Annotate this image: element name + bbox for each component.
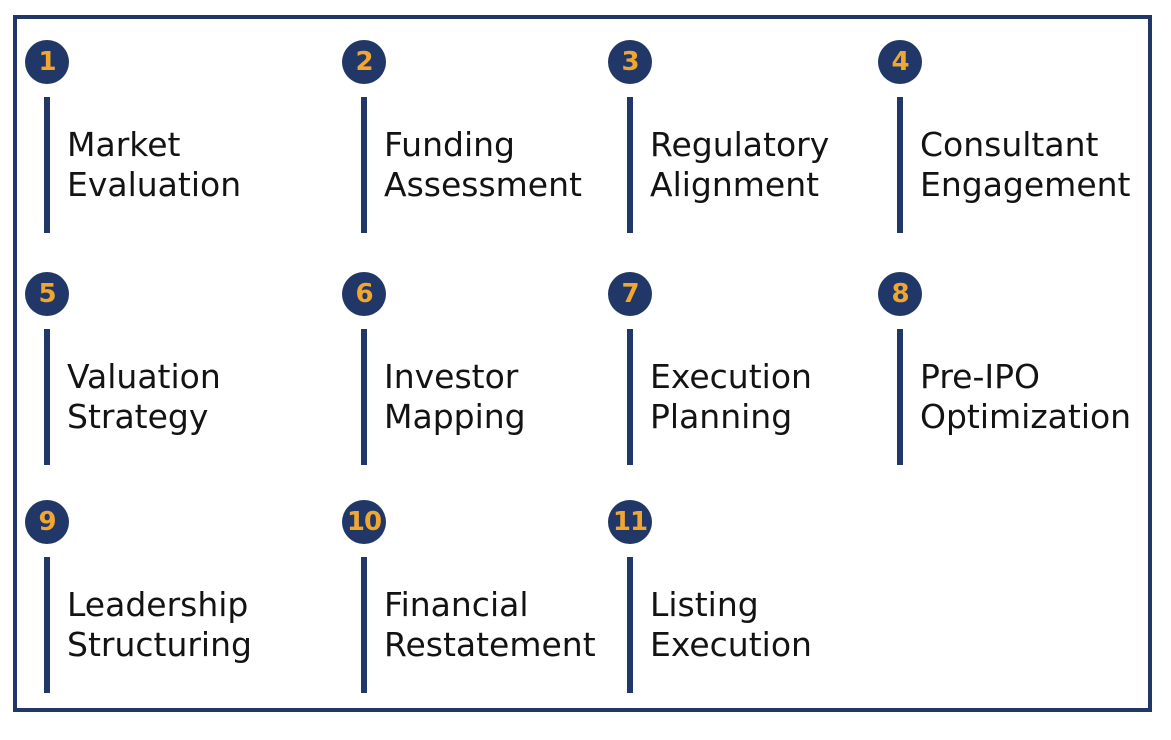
step-label: Financial Restatement [384,585,596,664]
step-number-badge: 4 [878,40,922,84]
step-vertical-line [361,557,367,693]
step-body: Execution Planning [627,329,878,465]
step-vertical-line [897,329,903,465]
step-item-7: 7 Execution Planning [608,272,878,500]
step-body: Market Evaluation [44,97,342,233]
step-number-badge: 1 [25,40,69,84]
step-label: Market Evaluation [67,125,242,204]
step-body: Pre-IPO Optimization [897,329,1148,465]
step-body: Consultant Engagement [897,97,1148,233]
step-item-2: 2 Funding Assessment [342,40,608,272]
step-vertical-line [44,329,50,465]
step-item-1: 1 Market Evaluation [25,40,342,272]
step-vertical-line [44,557,50,693]
step-label: Execution Planning [650,357,812,436]
step-item-5: 5 Valuation Strategy [25,272,342,500]
step-vertical-line [627,329,633,465]
step-item-11: 11 Listing Execution [608,500,878,708]
step-number-badge: 2 [342,40,386,84]
step-vertical-line [897,97,903,233]
step-item-10: 10 Financial Restatement [342,500,608,708]
step-number-badge: 3 [608,40,652,84]
step-label: Listing Execution [650,585,812,664]
step-item-9: 9 Leadership Structuring [25,500,342,708]
step-item-4: 4 Consultant Engagement [878,40,1148,272]
step-body: Financial Restatement [361,557,608,693]
step-number-badge: 11 [608,500,652,544]
step-body: Funding Assessment [361,97,608,233]
step-number-badge: 7 [608,272,652,316]
step-body: Investor Mapping [361,329,608,465]
step-label: Pre-IPO Optimization [920,357,1132,436]
step-label: Valuation Strategy [67,357,221,436]
steps-grid: 1 Market Evaluation 2 Funding Assessment… [17,19,1148,708]
step-vertical-line [361,97,367,233]
step-label: Investor Mapping [384,357,526,436]
step-number-badge: 10 [342,500,386,544]
step-vertical-line [627,97,633,233]
step-number-badge: 6 [342,272,386,316]
step-body: Leadership Structuring [44,557,342,693]
step-body: Valuation Strategy [44,329,342,465]
step-vertical-line [627,557,633,693]
step-item-8: 8 Pre-IPO Optimization [878,272,1148,500]
step-number-badge: 9 [25,500,69,544]
step-item-6: 6 Investor Mapping [342,272,608,500]
step-label: Funding Assessment [384,125,582,204]
step-body: Regulatory Alignment [627,97,878,233]
step-vertical-line [44,97,50,233]
step-body: Listing Execution [627,557,878,693]
step-vertical-line [361,329,367,465]
step-label: Leadership Structuring [67,585,252,664]
step-item-3: 3 Regulatory Alignment [608,40,878,272]
step-number-badge: 5 [25,272,69,316]
step-label: Regulatory Alignment [650,125,830,204]
step-label: Consultant Engagement [920,125,1131,204]
outer-border-frame: 1 Market Evaluation 2 Funding Assessment… [13,15,1152,712]
step-number-badge: 8 [878,272,922,316]
